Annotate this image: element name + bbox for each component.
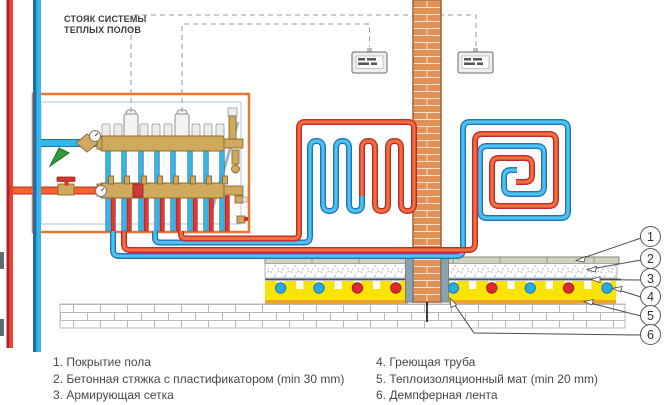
- title-line-1: СТОЯК СИСТЕМЫ: [64, 14, 147, 24]
- callout-1: 1: [640, 226, 661, 247]
- wall-section-mark: [0, 252, 4, 269]
- callout-5: 5: [640, 305, 661, 326]
- thermo-actuator: [174, 109, 190, 139]
- supply-manifold-bar: [99, 135, 225, 152]
- red-valve-stem: [64, 181, 69, 186]
- green-lever-valve: [48, 147, 70, 168]
- pressure-gauge: [95, 185, 107, 197]
- serpentine-heating-loop: [152, 119, 417, 246]
- thermostat-control-lines: [130, 14, 477, 112]
- callout-2: 2: [640, 248, 661, 269]
- ball-valve-body: [57, 183, 75, 196]
- flow-meter-caps: [101, 123, 225, 138]
- supply-bar-end: [223, 138, 244, 149]
- spiral-heating-loop: [110, 119, 571, 259]
- return-valve-knobs: [108, 175, 228, 185]
- legend-item-6: 6. Демпферная лента: [376, 388, 498, 402]
- legend-item-4: 4. Греющая труба: [376, 355, 476, 369]
- callout-6: 6: [640, 324, 661, 345]
- room-thermostat-right: [457, 48, 494, 74]
- legend-item-5: 5. Теплоизоляционный мат (min 20 mm): [376, 371, 598, 386]
- legend-item-1: 1. Покрытие пола: [53, 355, 151, 369]
- callout-4: 4: [640, 286, 661, 307]
- thermostat-display: [358, 58, 377, 65]
- return-bar-end: [223, 185, 244, 196]
- red-valve-handle: [56, 176, 76, 182]
- heating-pipes-in-floor: [274, 282, 613, 294]
- legend-item-3: 3. Армирующая сетка: [53, 388, 174, 402]
- red-valve-body: [132, 183, 144, 198]
- room-thermostat-left: [351, 48, 388, 74]
- callout-leader-lines: [449, 237, 642, 336]
- pressure-gauge: [89, 130, 101, 142]
- legend-item-2: 2. Бетонная стяжка с пластификатором (mi…: [53, 371, 345, 386]
- damper-tape: [440, 253, 449, 303]
- air-vent-assembly: [227, 107, 249, 224]
- wall-section-mark: [0, 319, 4, 336]
- title-line-2: ТЕПЛЫХ ПОЛОВ: [64, 25, 142, 35]
- legend-column-left: 1. Покрытие пола 2. Бетонная стяжка с пл…: [53, 354, 344, 404]
- distribution-manifold: [48, 107, 249, 232]
- legend-column-right: 4. Греющая труба 5. Теплоизоляционный ма…: [376, 354, 598, 404]
- return-manifold-bar: [99, 182, 225, 199]
- thermostat-display: [464, 58, 483, 65]
- thermo-actuator: [123, 109, 139, 139]
- heating-riser-pipes: [6, 0, 41, 352]
- masonry-base-wall: [59, 303, 626, 329]
- diagram-title: СТОЯК СИСТЕМЫ ТЕПЛЫХ ПОЛОВ: [64, 14, 147, 36]
- damper-tape: [405, 253, 414, 303]
- floor-cross-section: [0, 252, 626, 336]
